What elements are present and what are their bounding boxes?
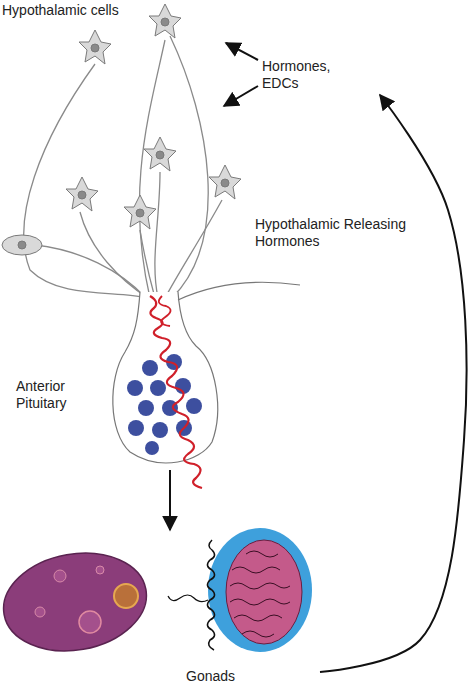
hypothalamus-region: Hypothalamic cells [0,0,380,300]
portal-capillary [159,296,171,326]
region-title: Hypothalamic cells [2,2,202,19]
feedback-arrow [320,95,467,672]
hormone-label: Hypothalamic Releasing Hormones [255,216,455,250]
pituitary-gland: Anterior Pituitary [10,310,270,470]
input-label: Hormones, EDCs [262,58,342,92]
median-eminence-line [178,282,300,300]
flow-arrow [169,470,171,530]
gonads-group: Gonads [0,530,320,687]
testis-illustration [168,528,312,652]
pituitary-outline [113,292,218,463]
axon-lines [24,36,222,298]
neuron-cells [2,4,241,255]
hormone-arrows [224,43,258,106]
ovary-illustration [0,542,154,662]
portal-capillary [150,296,202,488]
gland-label: Anterior Pituitary [16,378,96,412]
organ-label: Gonads [186,668,276,685]
pituitary-cells [127,354,202,455]
